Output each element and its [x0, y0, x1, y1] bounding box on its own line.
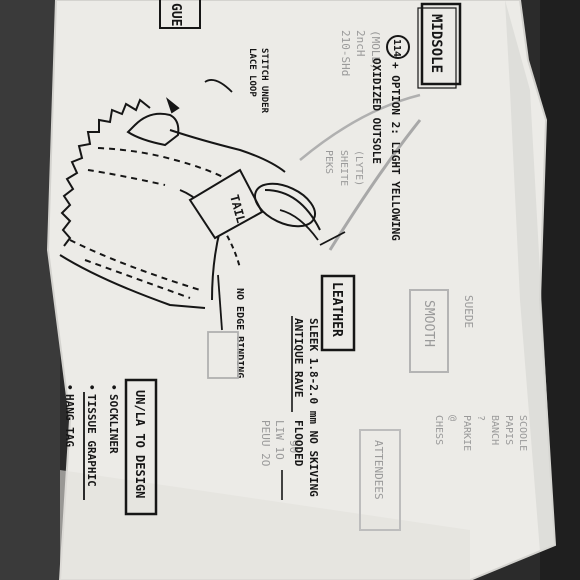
stitch-line [84, 259, 191, 299]
svg-text:PARKIE: PARKIE [461, 415, 472, 451]
show-through-suede: SUEDE [462, 295, 475, 328]
stitch-line [69, 239, 201, 291]
stitch-note-2: LACE LOOP [247, 48, 257, 97]
faint-box [207, 331, 239, 379]
svg-text:PEKS: PEKS [323, 150, 334, 174]
svg-text:90: 90 [287, 440, 300, 453]
svg-text:ANTIQUE RAVE: ANTIQUE RAVE [292, 318, 305, 397]
tissue-item: TISSUE GRAPHIC [85, 394, 98, 487]
trims-list: • SOCKLINER • TISSUE GRAPHIC • HANG TAG [63, 384, 120, 500]
leather-note-2: FLOODED [292, 420, 305, 467]
arrow-head [165, 97, 180, 114]
shoe-sketch [59, 97, 321, 309]
show-through-smooth: SMOOTH [409, 289, 449, 373]
show-through-stripe-box: ATTENDEES [359, 429, 401, 531]
svg-text:•: • [107, 384, 120, 391]
show-through-arrow [299, 93, 421, 161]
leather-note-struck: ANTIQUE RAVE [291, 316, 305, 412]
arrow-to-edge [217, 274, 223, 331]
show-through-arrow [328, 119, 422, 251]
svg-text:•: • [85, 384, 98, 391]
circled-number: 114 [386, 35, 410, 59]
paper-fold-shadow [505, 0, 555, 552]
svg-text:@: @ [447, 415, 458, 421]
leader-arrows [204, 79, 346, 331]
show-through-left-column: (MOLE) 2ncH 210-SHd [339, 30, 382, 76]
svg-text:MIDSOLE: MIDSOLE [428, 14, 444, 73]
sockliner-item: SOCKLINER [107, 394, 120, 454]
tongue-top [126, 112, 180, 147]
arrow-to-lace [279, 209, 319, 241]
svg-text:CHESS: CHESS [433, 415, 444, 445]
svg-text:(LYTE): (LYTE) [353, 150, 364, 186]
svg-text:LEATHER: LEATHER [329, 282, 344, 337]
collar-line [169, 129, 286, 173]
svg-text:210-SHd: 210-SHd [339, 30, 352, 76]
stitch-note: STITCH UNDER [259, 48, 269, 114]
serrated-heel-edge [60, 98, 151, 247]
paper-wrinkle [60, 470, 470, 580]
lace-curve [264, 189, 321, 231]
arrow-from-stitch-note [204, 79, 233, 93]
svg-text:2ncH: 2ncH [354, 30, 367, 57]
svg-text:UN/LA TO DESIGN: UN/LA TO DESIGN [133, 390, 147, 498]
svg-text:?: ? [475, 415, 486, 421]
svg-text:PEUU 2O: PEUU 2O [259, 420, 272, 466]
show-through-mid-column: 90 LIW 1O PEUU 2O [259, 420, 300, 466]
leather-box: LEATHER [320, 274, 356, 352]
svg-text:SHEITE: SHEITE [338, 150, 349, 186]
midsole-note: + OPTION 2: LIGHT YELLOWING [389, 62, 402, 241]
svg-text:•: • [63, 384, 76, 391]
svg-text:LIW 1O: LIW 1O [273, 420, 286, 460]
midsole-box: MIDSOLE [417, 2, 462, 89]
svg-text:SMOOTH: SMOOTH [421, 300, 436, 347]
corner-label-box: GUE [159, 0, 201, 29]
left-shadow-area [0, 0, 60, 580]
stitch-line [97, 147, 226, 179]
svg-text:GUE: GUE [168, 3, 183, 26]
heel-counter-curve [59, 254, 206, 309]
design-box: UN/LA TO DESIGN [124, 378, 158, 516]
edge-note: NO EDGE BINDING [234, 288, 245, 378]
svg-text:114: 114 [391, 39, 402, 57]
show-through-left-column-2: (LYTE) SHEITE PEKS [323, 150, 364, 186]
show-through-right-list: SCOOLE PAPIS BANCH ? PARKIE @ CHESS [433, 415, 528, 451]
tongue-label [188, 168, 264, 240]
svg-text:ATTENDEES: ATTENDEES [372, 440, 385, 500]
hang-tag-item: HANG TAG [63, 394, 76, 447]
arrow-to-leather [319, 231, 346, 246]
svg-text:BANCH: BANCH [489, 415, 500, 445]
stitch-line [87, 169, 166, 186]
svg-text:(MOLE): (MOLE) [369, 30, 382, 70]
svg-text:SCOOLE: SCOOLE [517, 415, 528, 451]
midsole-note-2: OXIDIZED OUTSOLE [370, 58, 383, 164]
svg-text:PAPIS: PAPIS [503, 415, 514, 445]
leather-note: SLEEK 1.8-2.0 mm NO SKIVING [307, 318, 320, 497]
